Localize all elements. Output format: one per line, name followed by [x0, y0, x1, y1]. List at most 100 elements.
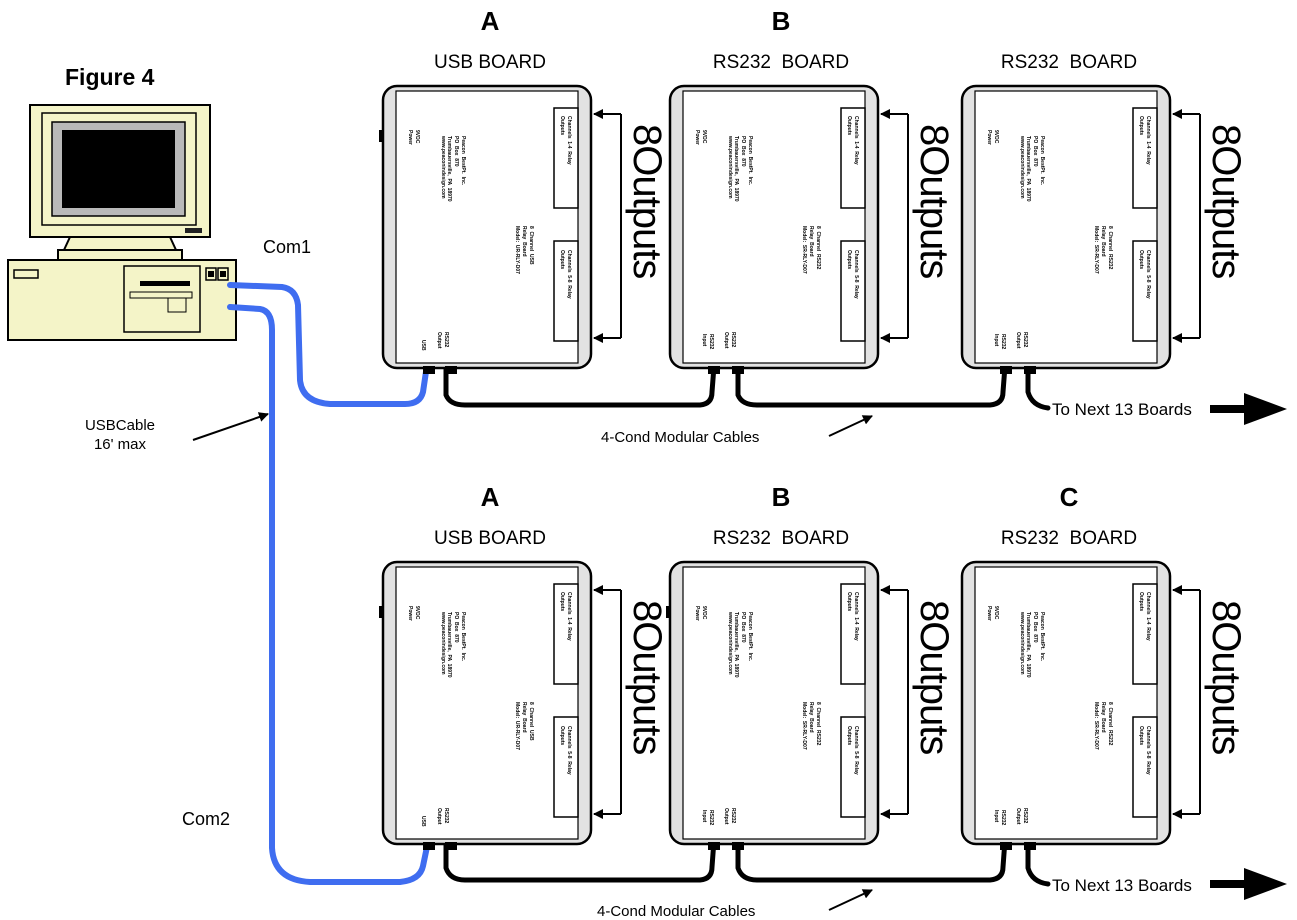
relay-terminal-1-4 — [553, 107, 579, 209]
power-jack — [379, 606, 384, 618]
relay-terminal-1-4 — [840, 107, 866, 209]
company-text: Peacon BestPt. Inc. PO Box 870 Trumbauer… — [439, 136, 466, 202]
board-letter: B — [771, 482, 791, 512]
board-type: RS232 BOARD — [1000, 52, 1138, 73]
relay-terminal-1-4 — [1132, 107, 1158, 209]
rs232-output-text: RS232 Output — [723, 332, 736, 349]
usb-cable-com1 — [227, 282, 430, 407]
outputs-label: 8Outputs — [1204, 600, 1248, 755]
connector-in — [708, 366, 720, 374]
modular-cables-pointer-row2 — [828, 889, 873, 911]
connector-out — [732, 842, 744, 850]
power-text: 9VDC Power — [694, 130, 707, 146]
relay-terminal-1-4 — [1132, 583, 1158, 685]
to-next-arrow-row2 — [1210, 868, 1287, 900]
relay-5-8-text: Channels 5-8 Relay Outputs — [1138, 726, 1151, 775]
company-text: Peacon BestPt. Inc. PO Box 870 Trumbauer… — [726, 136, 753, 202]
usb-cable-com2 — [227, 304, 431, 885]
power-text: 9VDC Power — [986, 130, 999, 146]
outputs-label: 8Outputs — [625, 600, 669, 755]
modular-cables-row1 — [443, 363, 1051, 411]
relay-5-8-text: Channels 5-8 Relay Outputs — [559, 250, 572, 299]
power-jack — [666, 606, 671, 618]
relay-5-8-text: Channels 5-8 Relay Outputs — [559, 726, 572, 775]
monitor-stand — [62, 236, 178, 251]
board-type: RS232 BOARD — [712, 528, 850, 549]
rs232-output-text: RS232 Output — [1015, 808, 1028, 825]
modular-cables-label-row1: 4-Cond Modular Cables — [601, 429, 760, 446]
com2-label: Com2 — [182, 809, 231, 829]
rs232-output-text: RS232 Output — [436, 808, 449, 825]
to-next-label-row2: To Next 13 Boards — [1052, 876, 1192, 895]
modular-cables-label-row2: 4-Cond Modular Cables — [597, 903, 756, 920]
company-text: Peacon BestPt. Inc. PO Box 870 Trumbauer… — [1018, 136, 1045, 202]
board-panel — [974, 90, 1158, 364]
connector-in — [1000, 842, 1012, 850]
drive-bay — [123, 265, 201, 333]
relay-terminal-1-4 — [553, 583, 579, 685]
relay-5-8-text: Channels 5-8 Relay Outputs — [1138, 250, 1151, 299]
relay-terminal-5-8 — [840, 716, 866, 818]
relay-5-8-text: Channels 5-8 Relay Outputs — [846, 250, 859, 299]
connector-out — [445, 366, 457, 374]
model-text: 8 Channel RS232 Relay Board Model: SR-RL… — [801, 702, 822, 750]
board-type: USB BOARD — [434, 528, 546, 549]
connector-out — [732, 366, 744, 374]
usb-port-text: USB — [420, 816, 426, 827]
board-type: RS232 BOARD — [1000, 528, 1138, 549]
power-text: 9VDC Power — [407, 130, 420, 146]
figure-title: Figure 4 — [65, 64, 155, 90]
rs232-input-text: RS232 Input — [993, 810, 1006, 826]
company-text: Peacon BestPt. Inc. PO Box 870 Trumbauer… — [726, 612, 753, 678]
connector-out — [1024, 842, 1036, 850]
usb-port-text: USB — [420, 340, 426, 351]
rs232-input-text: RS232 Input — [993, 334, 1006, 350]
relay-1-4-text: Channels 1-4 Relay Outputs — [846, 116, 859, 165]
model-text: 8 Channel RS232 Relay Board Model: SR-RL… — [801, 226, 822, 274]
board-letter: A — [480, 6, 500, 36]
board-type: RS232 BOARD — [712, 52, 850, 73]
board-panel — [395, 566, 579, 840]
board-type: USB BOARD — [434, 52, 546, 73]
modular-cables-pointer-row1 — [828, 415, 873, 437]
rs232-output-text: RS232 Output — [436, 332, 449, 349]
to-next-arrow-row1 — [1210, 393, 1287, 425]
power-text: 9VDC Power — [694, 606, 707, 622]
model-text: 8 Channel USB Relay Board Model: UR-RLY-… — [514, 226, 535, 274]
power-text: 9VDC Power — [986, 606, 999, 622]
board-panel — [682, 566, 866, 840]
rs232-output-text: RS232 Output — [1015, 332, 1028, 349]
relay-1-4-text: Channels 1-4 Relay Outputs — [559, 592, 572, 641]
outputs-label: 8Outputs — [912, 124, 956, 279]
usb-cable-label-line2: 16' max — [93, 435, 147, 453]
power-text: 9VDC Power — [407, 606, 420, 622]
connector-in — [423, 366, 435, 374]
relay-5-8-text: Channels 5-8 Relay Outputs — [846, 726, 859, 775]
relay-terminal-1-4 — [840, 583, 866, 685]
to-next-label-row1: To Next 13 Boards — [1052, 400, 1192, 419]
board-r1-1 — [379, 84, 622, 374]
outputs-label: 8Outputs — [1204, 124, 1248, 279]
model-text: 8 Channel USB Relay Board Model: UR-RLY-… — [514, 702, 535, 750]
board-letter: B — [771, 6, 791, 36]
connector-in — [708, 842, 720, 850]
relay-terminal-5-8 — [840, 240, 866, 342]
board-r1-3 — [960, 84, 1201, 374]
relay-terminal-5-8 — [1132, 716, 1158, 818]
connector-in — [1000, 366, 1012, 374]
com1-label: Com1 — [263, 237, 312, 257]
company-text: Peacon BestPt. Inc. PO Box 870 Trumbauer… — [439, 612, 466, 678]
usb-cable-pointer — [192, 412, 269, 441]
outputs-label: 8Outputs — [912, 600, 956, 755]
power-jack — [379, 130, 384, 142]
relay-1-4-text: Channels 1-4 Relay Outputs — [1138, 592, 1151, 641]
board-letter: C — [1059, 482, 1079, 512]
connector-out — [1024, 366, 1036, 374]
board-r2-3 — [960, 560, 1201, 850]
model-text: 8 Channel RS232 Relay Board Model: SR-RL… — [1093, 226, 1114, 274]
monitor-screen-inner — [62, 130, 175, 208]
board-panel — [395, 90, 579, 364]
board-r2-2 — [666, 560, 909, 850]
